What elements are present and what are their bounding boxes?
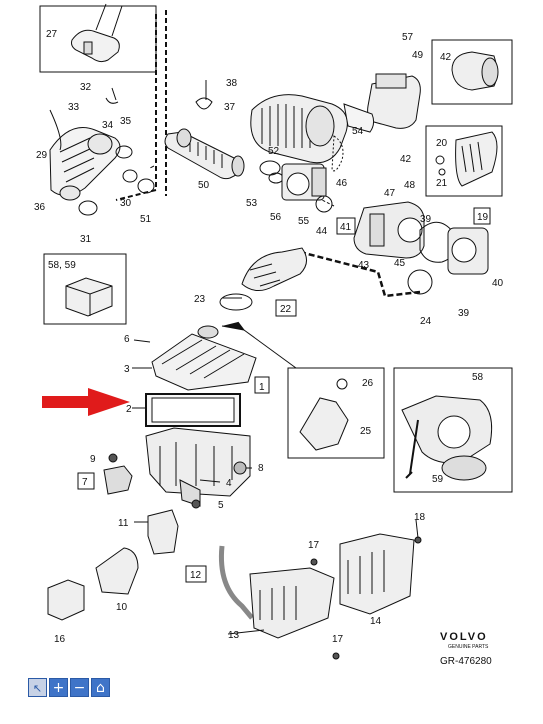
- callout-33: 33: [68, 102, 80, 113]
- brand-name: VOLVO: [440, 631, 488, 643]
- callout-44: 44: [316, 226, 328, 237]
- resonator-tube-50: [164, 128, 245, 180]
- callout-29: 29: [36, 150, 48, 161]
- callout-12: 12: [190, 570, 202, 581]
- callout-55: 55: [298, 216, 310, 227]
- air-cleaner-housing-4: [145, 427, 251, 507]
- hose-assembly-left: [49, 87, 155, 216]
- callout-box-41: [336, 217, 356, 235]
- callout-57: 57: [402, 32, 414, 43]
- callout-30: 30: [120, 198, 132, 209]
- callout-39-upper: 39: [420, 214, 432, 225]
- callout-40: 40: [492, 278, 504, 289]
- callout-36: 36: [34, 202, 46, 213]
- callout-22: 22: [280, 304, 292, 315]
- callout-17-upper: 17: [308, 540, 320, 551]
- inset-box-sensor-27: [39, 3, 157, 73]
- callout-17-lower: 17: [332, 634, 344, 645]
- volvo-brand-block: VOLVO GENUINE PARTS GR-476280: [440, 631, 492, 667]
- callout-41: 41: [340, 222, 352, 233]
- inset-box-flange-42: [431, 39, 513, 105]
- callout-51: 51: [140, 214, 152, 225]
- callout-35: 35: [120, 116, 132, 127]
- callout-38: 38: [226, 78, 238, 89]
- zoom-toolbar: ↖ + − ⌂: [28, 678, 110, 700]
- callout-box-19: [473, 207, 491, 225]
- callout-43: 43: [358, 260, 370, 271]
- zoom-out-icon[interactable]: −: [70, 678, 89, 697]
- callout-42: 42: [400, 154, 412, 165]
- callout-25: 25: [360, 426, 372, 437]
- throttle-body-55: [281, 163, 327, 201]
- callout-7: 7: [82, 477, 88, 488]
- callout-6: 6: [124, 334, 130, 345]
- callout-18: 18: [414, 512, 426, 523]
- callout-32: 32: [80, 82, 92, 93]
- callout-52: 52: [268, 146, 280, 157]
- brand-subtitle: GENUINE PARTS: [448, 644, 489, 650]
- callout-4: 4: [226, 478, 232, 489]
- callout-3: 3: [124, 364, 130, 375]
- callout-box-1: [254, 376, 270, 394]
- callout-14: 14: [370, 616, 382, 627]
- zoom-in-icon[interactable]: +: [49, 678, 68, 697]
- pointer-icon[interactable]: ↖: [28, 678, 47, 697]
- inset-box-kit-58-59: [43, 253, 127, 325]
- air-cleaner-cover-3: [151, 325, 257, 391]
- inset-box-heat-shield: [425, 125, 503, 197]
- inset-box-sensor-25: [287, 367, 385, 459]
- callout-21: 21: [436, 178, 448, 189]
- callout-24: 24: [420, 316, 432, 327]
- callout-5: 5: [218, 500, 224, 511]
- callout-box-22: [275, 299, 297, 317]
- callout-8: 8: [258, 463, 264, 474]
- callout-54: 54: [352, 126, 364, 137]
- callout-50: 50: [198, 180, 210, 191]
- callout-20: 20: [436, 138, 448, 149]
- callout-26: 26: [362, 378, 374, 389]
- callout-10: 10: [116, 602, 128, 613]
- callout-box-7: [77, 472, 95, 490]
- callout-23: 23: [194, 294, 206, 305]
- callout-49: 49: [412, 50, 424, 61]
- callout-34: 34: [102, 120, 114, 131]
- callout-58-59: 58, 59: [48, 260, 76, 271]
- callout-59: 59: [432, 474, 444, 485]
- callout-42-inset: 42: [440, 52, 452, 63]
- callout-27: 27: [46, 29, 58, 40]
- callout-1: 1: [259, 382, 265, 393]
- callout-19: 19: [477, 212, 489, 223]
- callout-46: 46: [336, 178, 348, 189]
- callout-16: 16: [54, 634, 66, 645]
- callout-box-12: [185, 565, 207, 583]
- callout-11: 11: [118, 518, 129, 529]
- turbocharger: [250, 94, 348, 184]
- callout-31: 31: [80, 234, 92, 245]
- intake-hose-23: [219, 247, 307, 311]
- callout-48: 48: [404, 180, 416, 191]
- home-icon[interactable]: ⌂: [91, 678, 110, 697]
- callout-2: 2: [126, 404, 132, 415]
- callout-9: 9: [90, 454, 96, 465]
- diagram-reference: GR-476280: [440, 656, 492, 667]
- callout-37: 37: [224, 102, 236, 113]
- callout-45: 45: [394, 258, 406, 269]
- callout-56: 56: [270, 212, 282, 223]
- red-pointer-arrow: [42, 388, 130, 416]
- callout-47: 47: [384, 188, 396, 199]
- callout-53: 53: [246, 198, 258, 209]
- callout-13: 13: [228, 630, 240, 641]
- intake-manifold-43: [353, 201, 458, 263]
- inset-box-throttle-58: [393, 367, 513, 493]
- callout-39-lower: 39: [458, 308, 470, 319]
- callout-58: 58: [472, 372, 484, 383]
